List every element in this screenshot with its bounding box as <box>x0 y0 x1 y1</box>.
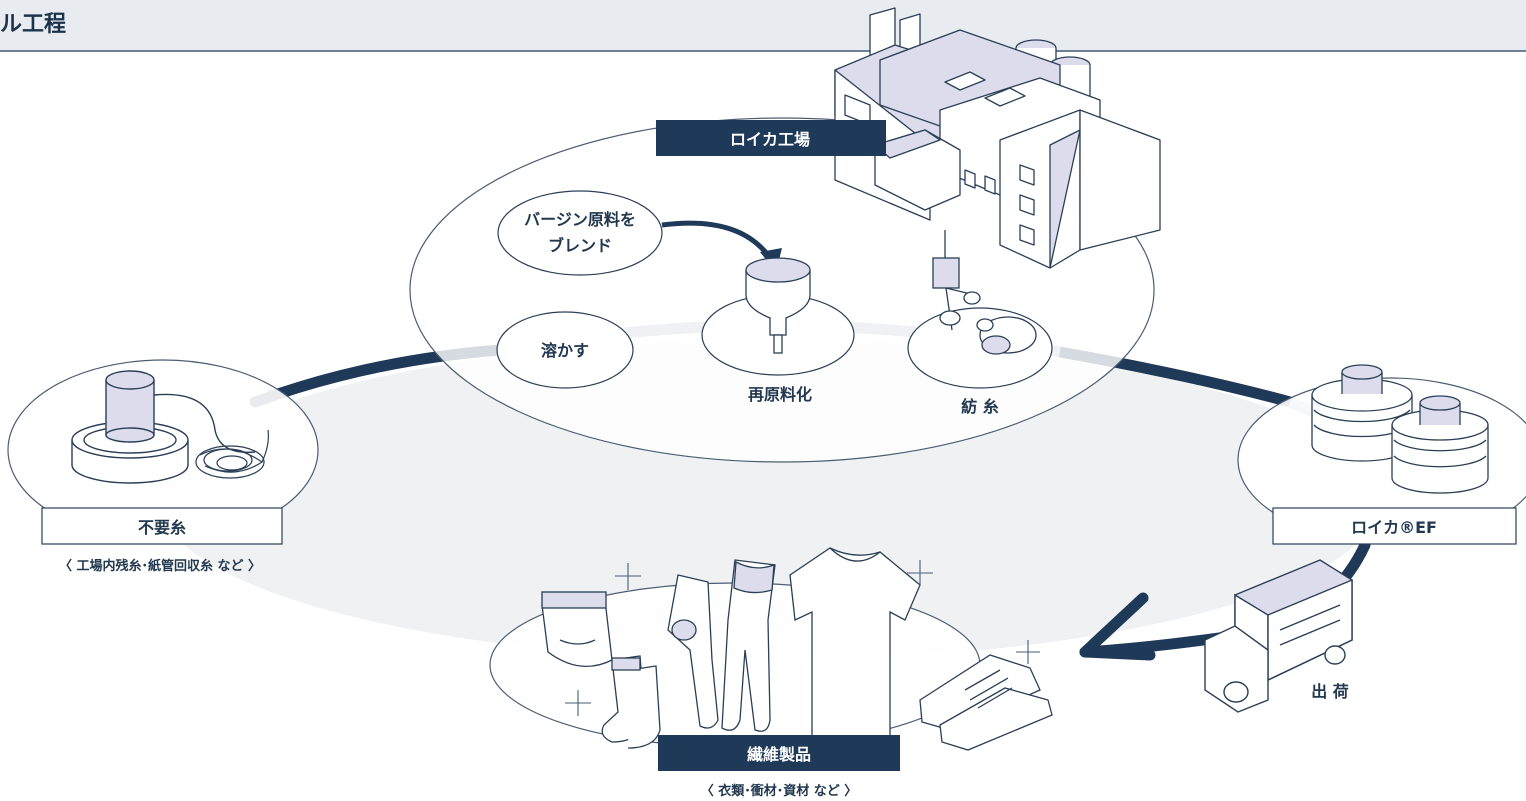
textiles-label-box <box>658 735 900 771</box>
waste-sublabel: 〈 工場内残糸･紙管回収糸 など 〉 <box>59 558 261 574</box>
tangled-thread-icon <box>195 429 269 479</box>
yarn-package-icon <box>1311 364 1413 462</box>
factory-building-icon <box>834 7 1161 269</box>
factory-label: ロイカ工場 <box>730 130 810 149</box>
yarn-spool-icon <box>71 370 256 484</box>
repellet-label: 再原料化 <box>748 385 812 404</box>
truck-icon <box>1204 559 1353 713</box>
spinning-machine-icon <box>932 230 1037 355</box>
melt-label: 溶かす <box>541 341 589 360</box>
melt-ellipse <box>496 311 634 389</box>
sneakers-icon <box>919 654 1053 751</box>
textiles-label: 繊維製品 <box>747 745 811 764</box>
page-title: ル工程 <box>0 12 67 37</box>
blend-label-line1: バージン原料を <box>524 210 636 229</box>
hopper-icon <box>745 257 811 354</box>
textiles-sublabel: 〈 衣類･衝材･資材 など 〉 <box>701 783 858 799</box>
product-label: ロイカ®EF <box>1351 518 1437 537</box>
waste-label-box <box>41 507 283 545</box>
blend-arrow <box>661 220 773 260</box>
blend-ellipse <box>497 190 663 276</box>
underwear-icon <box>541 591 613 667</box>
title-bar: ル工程 <box>0 0 1526 52</box>
shipping-label: 出 荷 <box>1311 682 1349 701</box>
product-label-box <box>1272 507 1517 545</box>
sparkle-icons <box>565 560 1040 716</box>
blend-label-line2: ブレンド <box>548 236 612 255</box>
return-arrow-head <box>1079 592 1156 661</box>
waste-label: 不要糸 <box>138 518 186 537</box>
spinning-label: 紡 糸 <box>961 397 999 416</box>
socks-icon <box>601 655 661 749</box>
cycle-background <box>160 340 1380 660</box>
tights-icon <box>667 559 776 732</box>
yarn-package-icon-2 <box>1391 395 1489 494</box>
factory-label-box <box>656 120 886 156</box>
